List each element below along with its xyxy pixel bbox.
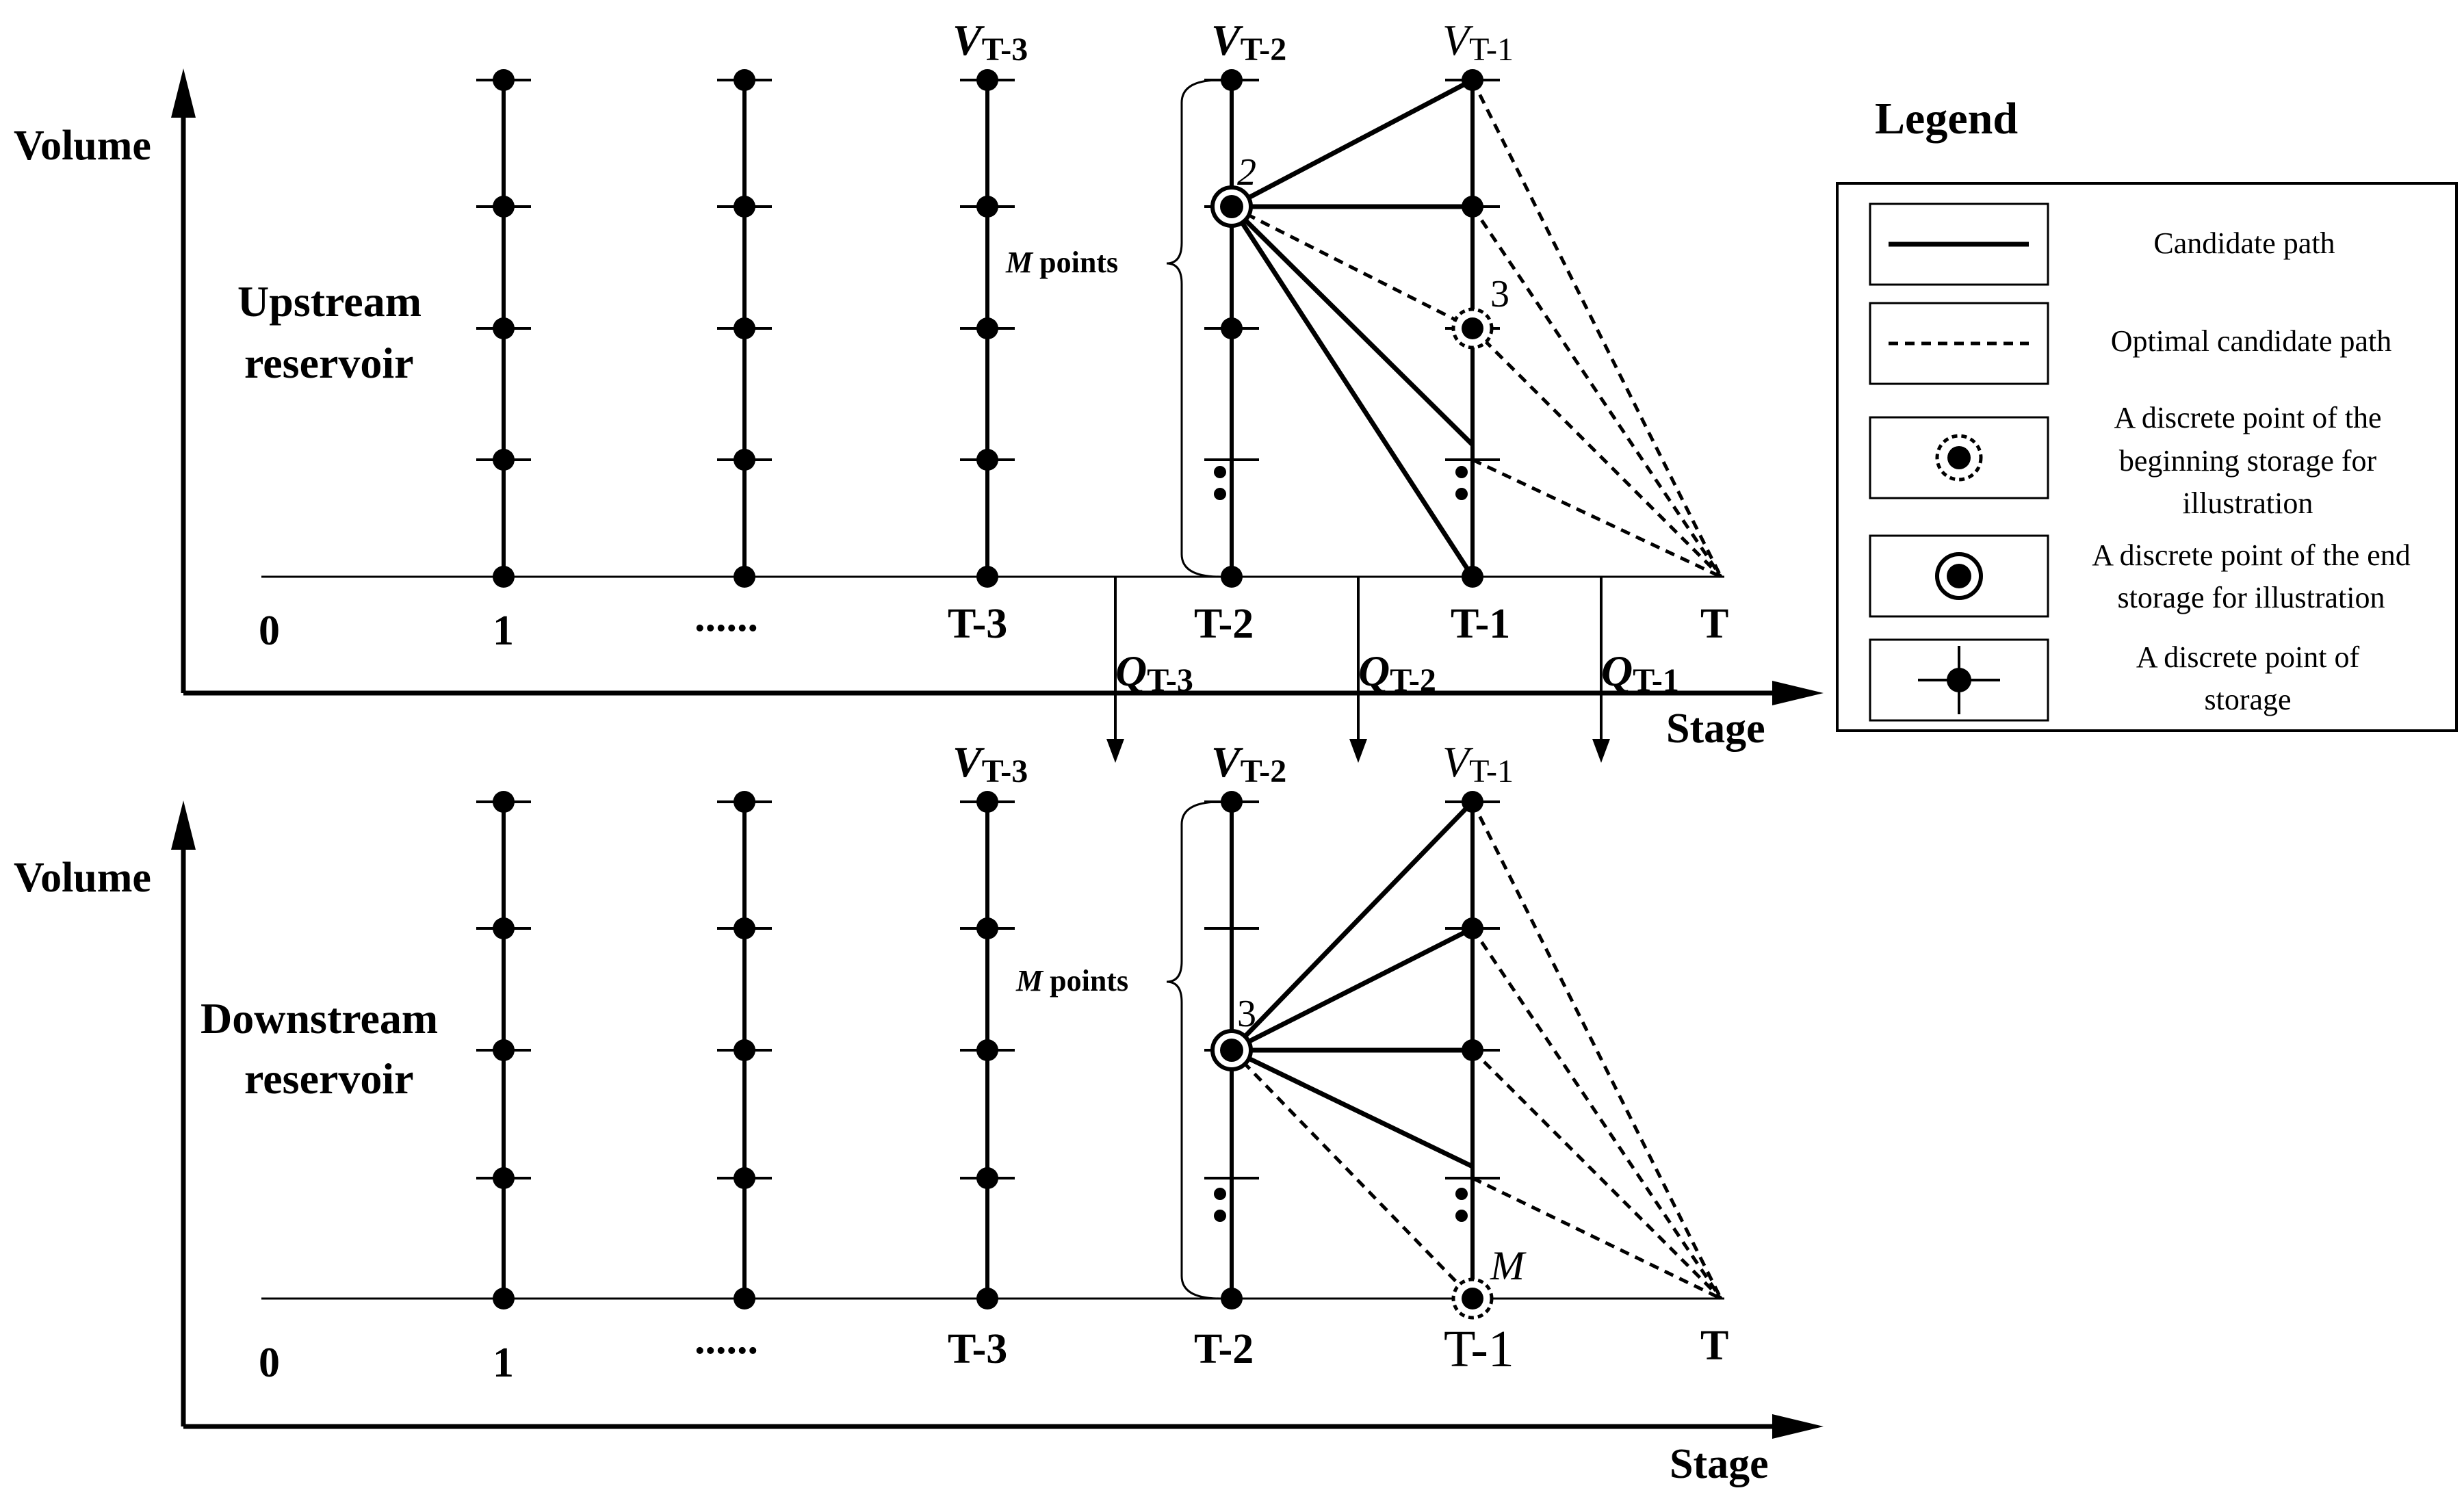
lower-v-t-1-label: VT-1 — [1442, 738, 1514, 790]
lower-stage-ellipsis: ...... — [695, 1316, 758, 1363]
lower-optimal-paths — [1230, 800, 1723, 1301]
upper-stage-t: T — [1700, 601, 1728, 647]
lower-y-axis-label: Volume — [14, 855, 151, 901]
upper-reservoir-label-2: reservoir — [244, 339, 414, 387]
upper-end-storage-point-icon — [1210, 185, 1253, 228]
lower-reservoir-label-2: reservoir — [244, 1054, 414, 1103]
legend-item-4-text-2: storage for illustration — [2117, 581, 2385, 614]
upper-beginning-point-number: 3 — [1490, 273, 1509, 315]
legend-item-candidate-path: Candidate path — [1869, 203, 2335, 286]
lower-m-points-brace — [1166, 800, 1221, 1300]
legend-item-2-text: Optimal candidate path — [2111, 324, 2392, 358]
lower-end-point-number: 3 — [1237, 993, 1256, 1035]
lower-stage-t-2: T-2 — [1194, 1326, 1254, 1372]
q-arrows — [1114, 577, 1603, 746]
upper-end-point-number: 2 — [1237, 151, 1256, 194]
lower-beginning-point-label: M — [1490, 1243, 1527, 1288]
legend-item-beginning-storage: A discrete point of the beginning storag… — [1869, 401, 2382, 520]
lower-stage-1: 1 — [493, 1340, 514, 1386]
lower-y-axis-arrow-icon — [171, 800, 196, 850]
lower-reservoir-label-1: Downstream — [200, 994, 438, 1043]
q-t-2-label: QT-2 — [1358, 647, 1436, 699]
upper-v-t-2-label: VT-2 — [1211, 16, 1286, 68]
upper-beginning-storage-point-icon — [1451, 307, 1494, 350]
lower-beginning-storage-point-icon — [1451, 1277, 1494, 1320]
legend-item-optimal-path: Optimal candidate path — [1869, 302, 2392, 385]
upper-reservoir-label-1: Upstream — [237, 277, 422, 326]
q-t-1-label: QT-1 — [1601, 647, 1679, 699]
upper-y-axis-arrow-icon — [171, 68, 196, 118]
cross-point-icon — [1918, 646, 2000, 714]
legend-item-end-storage: A discrete point of the end storage for … — [1869, 534, 2411, 618]
legend-item-storage-point: A discrete point of storage — [1869, 638, 2360, 722]
lower-x-axis-label: Stage — [1670, 1441, 1769, 1487]
upper-x-axis-label: Stage — [1666, 705, 1765, 752]
upper-stage-t-1: T-1 — [1451, 601, 1510, 647]
lower-stage-t-3: T-3 — [948, 1326, 1007, 1372]
dashed-circle-point-icon — [1935, 434, 1983, 482]
upper-v-t-1-label: VT-1 — [1442, 16, 1514, 68]
upper-storage-points — [493, 69, 1483, 588]
upper-stage-t-3: T-3 — [948, 601, 1007, 647]
legend-item-3-text-2: beginning storage for — [2119, 444, 2377, 478]
upper-candidate-paths — [1230, 77, 1475, 578]
upper-x-axis-arrow-icon — [1772, 681, 1824, 705]
lower-v-t-2-label: VT-2 — [1211, 738, 1286, 790]
q-arrow-heads-icon — [1106, 739, 1610, 763]
upper-optimal-paths — [1230, 79, 1723, 579]
q-t-3-label: QT-3 — [1115, 647, 1193, 699]
upper-stage-t-2: T-2 — [1194, 601, 1254, 647]
lower-stage-t: T — [1700, 1322, 1728, 1369]
upstream-panel: Volume Stage Upstream reservoir 0 1 ....… — [14, 16, 1824, 763]
upper-stage-0: 0 — [259, 608, 280, 654]
upper-stage-1: 1 — [493, 608, 514, 654]
lower-candidate-paths — [1230, 800, 1475, 1169]
lower-end-storage-point-icon — [1210, 1029, 1253, 1071]
upper-y-axis-label: Volume — [14, 122, 151, 169]
upper-m-points-brace — [1166, 79, 1221, 578]
upper-v-t-3-label: VT-3 — [952, 16, 1028, 68]
downstream-panel: Volume Stage Downstream reservoir 0 1 ..… — [14, 738, 1824, 1487]
upper-stage-ellipsis: ...... — [695, 594, 758, 640]
legend-item-5-text-1: A discrete point of — [2136, 640, 2360, 674]
lower-v-t-3-label: VT-3 — [952, 738, 1028, 790]
legend-item-5-text-2: storage — [2204, 683, 2291, 716]
double-circle-point-icon — [1935, 552, 1983, 600]
legend-item-3-text-3: illustration — [2183, 486, 2313, 520]
legend: Legend Candidate path Optimal candidate … — [1836, 94, 2458, 732]
lower-stage-t-1: T-1 — [1444, 1320, 1514, 1378]
legend-item-4-text-1: A discrete point of the end — [2092, 538, 2411, 572]
legend-item-1-text: Candidate path — [2153, 226, 2335, 260]
legend-frame — [1836, 182, 2458, 732]
lower-x-axis-arrow-icon — [1772, 1414, 1824, 1439]
lower-stage-0: 0 — [259, 1340, 280, 1386]
legend-item-3-text-1: A discrete point of the — [2114, 401, 2381, 434]
legend-title: Legend — [1875, 94, 2018, 144]
